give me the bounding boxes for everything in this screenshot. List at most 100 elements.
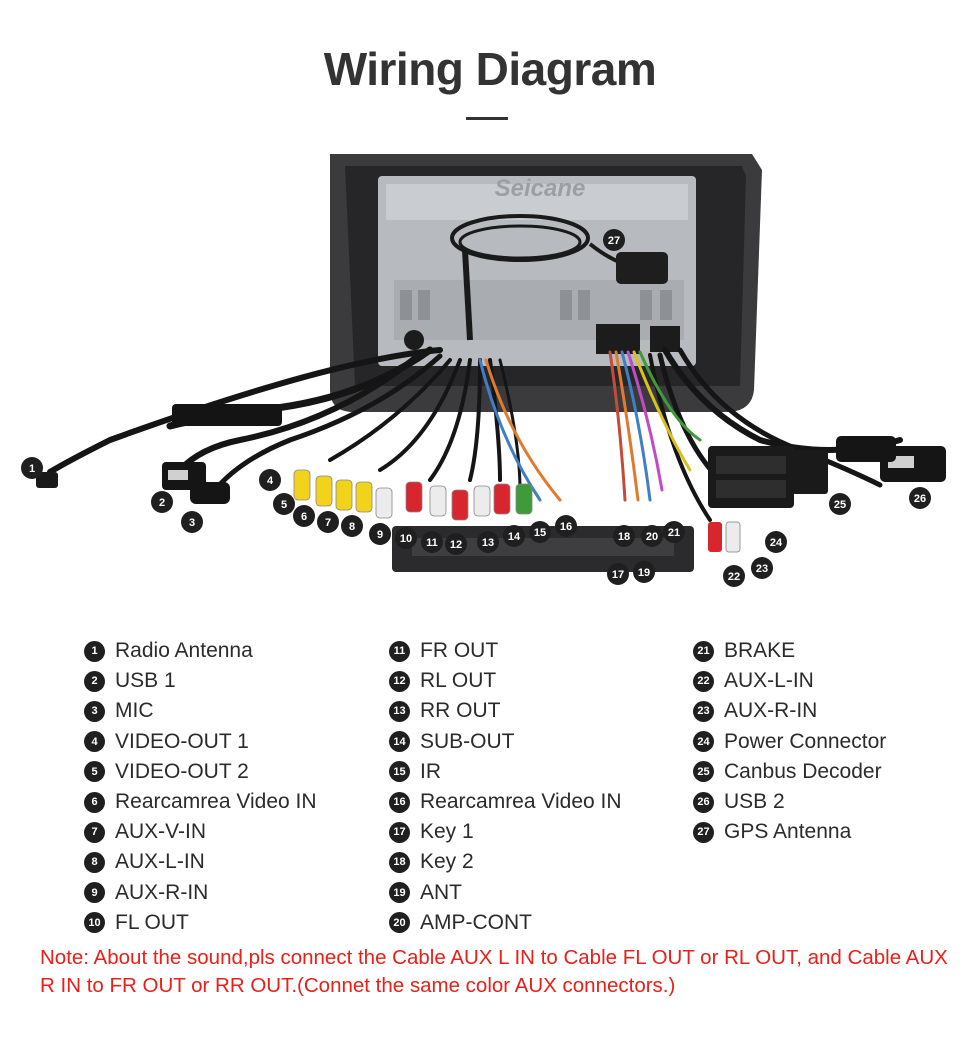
rca-plug (429, 485, 447, 517)
svg-text:4: 4 (267, 475, 274, 487)
svg-text:9: 9 (377, 529, 383, 541)
svg-text:7: 7 (325, 517, 331, 529)
number-badge: 16 (389, 791, 410, 813)
legend-label: IR (420, 759, 441, 783)
callout-24: 24 (765, 531, 787, 553)
mic-plug (190, 482, 230, 504)
legend-label: AUX-L-IN (724, 669, 814, 693)
legend-label: AUX-R-IN (724, 699, 818, 723)
wiring-diagram-image: Seicane (21, 154, 946, 587)
number-badge: 5 (84, 761, 105, 783)
svg-text:16: 16 (560, 521, 572, 533)
legend-item: 19 ANT (389, 878, 622, 908)
callout-11: 11 (421, 531, 443, 553)
svg-text:17: 17 (612, 569, 624, 581)
svg-text:12: 12 (450, 539, 462, 551)
legend-label: ANT (420, 880, 462, 904)
page-title: Wiring Diagram (323, 43, 657, 95)
legend-item: 23 AUX-R-IN (693, 696, 886, 726)
legend-label: USB 1 (115, 669, 176, 693)
number-badge: 20 (389, 912, 410, 934)
radio-antenna-plug (36, 472, 58, 488)
number-badge: 15 (389, 761, 410, 783)
callout-6: 6 (293, 505, 315, 527)
callout-22: 22 (723, 565, 745, 587)
callout-1: 1 (21, 457, 43, 479)
svg-text:11: 11 (426, 537, 438, 549)
callout-19: 19 (633, 561, 655, 583)
callout-13: 13 (477, 531, 499, 553)
rca-plug (405, 481, 423, 513)
callout-2: 2 (151, 491, 173, 513)
callout-16: 16 (555, 515, 577, 537)
svg-text:26: 26 (914, 493, 926, 505)
svg-text:21: 21 (668, 527, 680, 539)
power-connector (708, 446, 794, 508)
legend-label: RR OUT (420, 699, 501, 723)
legend-label: VIDEO-OUT 1 (115, 729, 249, 753)
legend-label: BRAKE (724, 639, 796, 663)
rca-plug (315, 475, 333, 507)
number-badge: 19 (389, 882, 410, 904)
svg-text:23: 23 (756, 563, 768, 575)
rca-plug (355, 481, 373, 513)
legend-item: 22 AUX-L-IN (693, 666, 886, 696)
legend-item: 13 RR OUT (389, 696, 622, 726)
svg-text:14: 14 (508, 531, 521, 543)
callout-26: 26 (909, 487, 931, 509)
rca-plug (293, 469, 311, 501)
legend-item: 8 AUX-L-IN (84, 847, 317, 877)
number-badge: 23 (693, 700, 714, 722)
number-badge: 11 (389, 640, 410, 662)
svg-text:5: 5 (281, 499, 287, 511)
callout-15: 15 (529, 521, 551, 543)
callout-7: 7 (317, 511, 339, 533)
callout-23: 23 (751, 557, 773, 579)
legend-item: 11 FR OUT (389, 636, 622, 666)
sound-connection-note: Note: About the sound,pls connect the Ca… (40, 946, 948, 997)
number-badge: 6 (84, 791, 105, 813)
legend-label: VIDEO-OUT 2 (115, 759, 249, 783)
legend-item: 15 IR (389, 757, 622, 787)
number-badge: 3 (84, 700, 105, 722)
callout-20: 20 (641, 525, 663, 547)
svg-text:2: 2 (159, 497, 165, 509)
number-badge: 18 (389, 851, 410, 873)
number-badge: 24 (693, 731, 714, 753)
gps-antenna-puck (616, 252, 668, 284)
number-badge: 13 (389, 700, 410, 722)
svg-text:25: 25 (834, 499, 846, 511)
svg-text:24: 24 (770, 537, 783, 549)
number-badge: 12 (389, 670, 410, 692)
legend-label: AUX-L-IN (115, 850, 205, 874)
svg-text:10: 10 (400, 533, 412, 545)
svg-text:1: 1 (29, 463, 35, 475)
number-badge: 26 (693, 791, 714, 813)
callout-12: 12 (445, 533, 467, 555)
number-badge: 10 (84, 912, 105, 934)
rca-plug-group (293, 469, 533, 521)
callout-10: 10 (395, 527, 417, 549)
rca-plug (451, 489, 469, 521)
number-badge: 17 (389, 821, 410, 843)
number-badge: 8 (84, 851, 105, 873)
callout-9: 9 (369, 523, 391, 545)
legend-label: FR OUT (420, 639, 499, 663)
rca-plug (335, 479, 353, 511)
number-badge: 22 (693, 670, 714, 692)
svg-text:18: 18 (618, 531, 630, 543)
callout-8: 8 (341, 515, 363, 537)
